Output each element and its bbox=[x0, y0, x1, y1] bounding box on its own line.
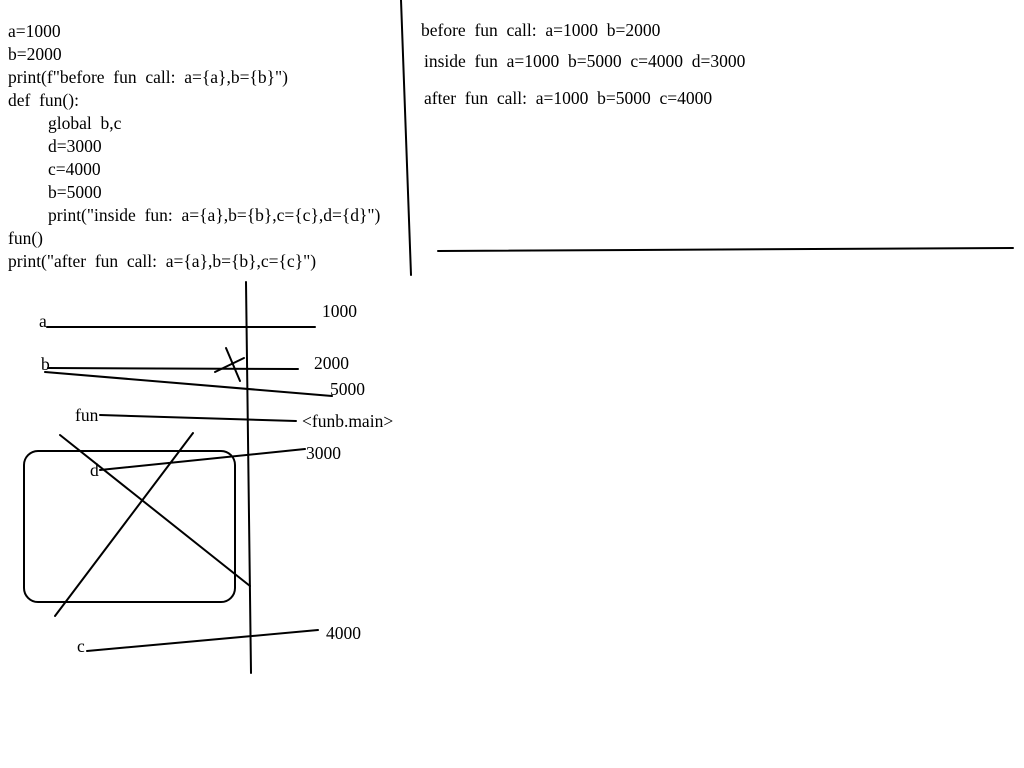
code-line: def fun(): bbox=[8, 90, 79, 110]
var-c-label: c bbox=[77, 636, 85, 656]
var-a-label: a bbox=[39, 311, 47, 331]
code-line: print("inside fun: a={a},b={b},c={c},d={… bbox=[48, 205, 381, 225]
horizontal-divider bbox=[437, 247, 1014, 252]
ref-c bbox=[86, 629, 319, 652]
code-line: b=5000 bbox=[48, 182, 102, 202]
output-after: after fun call: a=1000 b=5000 c=4000 bbox=[424, 88, 713, 108]
value-3000: 3000 bbox=[306, 443, 341, 463]
code-line: fun() bbox=[8, 228, 43, 248]
ref-fun bbox=[99, 414, 297, 422]
function-frame-box bbox=[23, 450, 236, 603]
code-line: print("after fun call: a={a},b={b},c={c}… bbox=[8, 251, 317, 271]
cross-out-mark bbox=[214, 357, 245, 373]
code-line: a=1000 bbox=[8, 21, 61, 41]
ref-b-old bbox=[47, 367, 299, 370]
var-fun-label: fun bbox=[75, 405, 99, 425]
value-4000: 4000 bbox=[326, 623, 361, 643]
code-line: print(f"before fun call: a={a},b={b}") bbox=[8, 67, 288, 87]
ref-b-new bbox=[44, 371, 333, 397]
vertical-divider bbox=[400, 0, 412, 276]
output-before: before fun call: a=1000 b=2000 bbox=[421, 20, 661, 40]
value-5000: 5000 bbox=[330, 379, 365, 399]
value-2000: 2000 bbox=[314, 353, 349, 373]
cross-out-mark bbox=[225, 347, 241, 382]
code-line: global b,c bbox=[48, 113, 122, 133]
frame-cross-line bbox=[59, 434, 251, 587]
ref-d bbox=[99, 448, 306, 471]
var-b-label: b bbox=[41, 354, 50, 374]
code-line: d=3000 bbox=[48, 136, 102, 156]
var-d-label: d bbox=[90, 460, 99, 480]
code-line: c=4000 bbox=[48, 159, 101, 179]
memory-divider bbox=[245, 281, 252, 674]
value-1000: 1000 bbox=[322, 301, 357, 321]
value-fun-object: <funb.main> bbox=[302, 411, 394, 431]
output-inside: inside fun a=1000 b=5000 c=4000 d=3000 bbox=[424, 51, 746, 71]
code-line: b=2000 bbox=[8, 44, 62, 64]
